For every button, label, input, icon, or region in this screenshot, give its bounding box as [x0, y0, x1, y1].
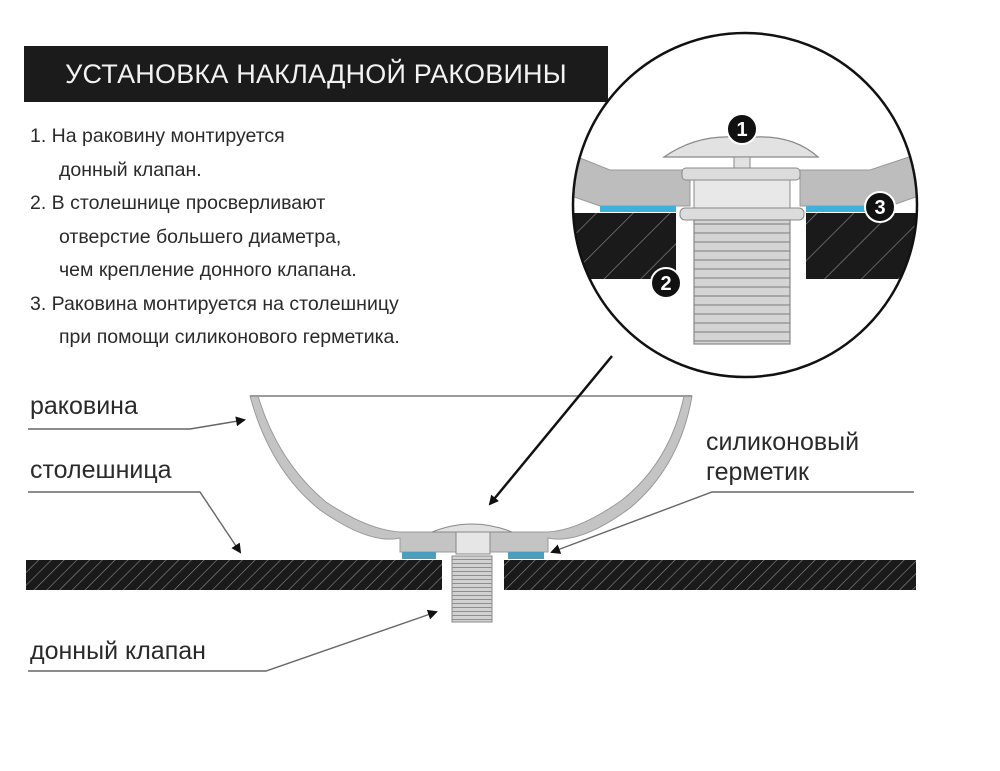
callout-2-number: 2: [660, 273, 671, 295]
step-1-line-2: донный клапан.: [59, 158, 202, 181]
label-sealant-line2: герметик: [706, 458, 809, 486]
zoom-sink-right: [799, 149, 917, 207]
zoom-pointer-arrow: [488, 355, 613, 506]
zoom-valve-flange: [681, 167, 801, 181]
step-1-line-1: 1. На раковину монтируется: [30, 125, 285, 147]
sink-leader-line: [28, 416, 246, 430]
zoom-countertop-right: [806, 213, 917, 279]
callout-3-number: 3: [874, 197, 885, 219]
callout-2: 2: [650, 267, 682, 299]
zoom-valve-body: [693, 179, 791, 209]
zoom-valve-thread: [693, 219, 791, 345]
zoom-countertop-left: [573, 213, 676, 279]
label-drain-valve: донный клапан: [30, 637, 206, 665]
title-banner: УСТАНОВКА НАКЛАДНОЙ РАКОВИНЫ: [24, 46, 608, 102]
step-2-line-1: 2. В столешнице просверливают: [30, 192, 326, 214]
zoom-circle-border: [571, 31, 919, 379]
sealant-right: [508, 552, 544, 559]
valve-leader-line: [28, 609, 438, 672]
callout-3: 3: [864, 191, 896, 223]
instruction-steps: 1. На раковину монтируется донный клапан…: [30, 120, 400, 355]
zoom-sealant-left: [600, 206, 676, 212]
zoom-valve-nut: [679, 207, 805, 221]
step-3-line-1: 3. Раковина монтируется на столешницу: [30, 292, 399, 315]
countertop-leader-line: [28, 491, 242, 554]
label-sink: раковина: [30, 392, 138, 420]
zoom-sealant-right: [806, 206, 890, 212]
label-sealant-line1: силиконовый: [706, 428, 860, 456]
label-countertop: столешница: [30, 456, 172, 484]
zoom-sink-left: [573, 149, 691, 207]
sealant-left: [402, 552, 436, 559]
valve-body: [455, 531, 491, 555]
valve-thread: [451, 555, 493, 623]
countertop-right: [504, 560, 916, 590]
step-2-line-3: чем крепление донного клапана.: [59, 259, 357, 281]
valve-cap: [431, 523, 513, 533]
callout-1-number: 1: [736, 119, 747, 141]
zoom-detail: [573, 136, 917, 345]
sealant-leader-line: [550, 491, 914, 554]
page-title: УСТАНОВКА НАКЛАДНОЙ РАКОВИНЫ: [65, 58, 567, 89]
step-3-line-2: при помощи силиконового герметика.: [59, 326, 400, 348]
countertop-left: [26, 560, 442, 590]
step-2-line-2: отверстие большего диаметра,: [59, 225, 342, 248]
zoom-valve-stem: [733, 156, 751, 169]
callout-1: 1: [726, 113, 758, 145]
